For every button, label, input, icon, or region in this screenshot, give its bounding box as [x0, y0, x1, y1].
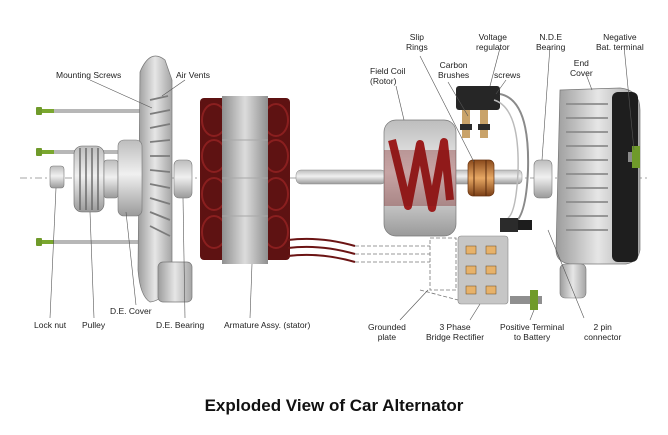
label-nde-bearing-line1: N.D.E	[539, 32, 562, 42]
label-rectifier: 3 Phase Bridge Rectifier	[426, 322, 484, 342]
label-end-cover-line1: End	[573, 58, 589, 68]
label-nde-bearing-line2: Bearing	[536, 42, 566, 52]
label-negative-terminal-line2: Bat. terminal	[596, 42, 644, 52]
label-mounting-screws: Mounting Screws	[56, 70, 122, 80]
label-lock-nut: Lock nut	[34, 320, 67, 330]
label-slip-rings-line1: Slip	[409, 32, 424, 42]
label-de-cover: D.E. Cover	[110, 306, 152, 316]
label-positive-terminal-line1: Positive Terminal	[500, 322, 565, 332]
label-armature: Armature Assy. (stator)	[224, 320, 311, 330]
de-bearing	[173, 159, 193, 199]
label-slip-rings-line2: Rings	[406, 42, 428, 52]
label-voltage-regulator: Voltage regulator	[476, 32, 510, 52]
label-voltage-regulator-line1: Voltage	[478, 32, 507, 42]
label-two-pin-connector-line2: connector	[584, 332, 622, 342]
label-carbon-brushes-line2: Brushes	[438, 70, 470, 80]
label-slip-rings: Slip Rings	[406, 32, 428, 52]
voltage-regulator	[456, 86, 530, 225]
label-nde-bearing: N.D.E Bearing	[536, 32, 565, 52]
label-pulley: Pulley	[82, 320, 106, 330]
label-field-coil-line2: (Rotor)	[370, 76, 397, 86]
label-rectifier-line2: Bridge Rectifier	[426, 332, 485, 342]
label-positive-terminal-line2: to Battery	[513, 332, 551, 342]
leader-lines	[49, 45, 635, 321]
label-two-pin-connector: 2 pin connector	[584, 322, 621, 342]
label-air-vents: Air Vents	[176, 70, 211, 80]
label-grounded-plate-line1: Grounded	[368, 322, 406, 332]
label-de-bearing: D.E. Bearing	[156, 320, 205, 330]
label-voltage-regulator-line2: regulator	[476, 42, 510, 52]
label-grounded-plate: Grounded plate	[368, 322, 406, 342]
label-two-pin-connector-line1: 2 pin	[593, 322, 612, 332]
label-end-cover: End Cover	[570, 58, 593, 78]
nde-bearing	[533, 159, 553, 199]
armature-stator	[200, 96, 356, 264]
label-rectifier-line1: 3 Phase	[439, 322, 471, 332]
slip-rings	[467, 159, 495, 197]
label-grounded-plate-line2: plate	[377, 332, 397, 342]
rotor-shaft	[295, 169, 523, 185]
pulley	[73, 145, 119, 213]
label-negative-terminal-line1: Negative	[603, 32, 637, 42]
label-screws: screws	[494, 70, 521, 80]
bridge-rectifier	[457, 218, 542, 310]
label-carbon-brushes: Carbon Brushes	[438, 60, 469, 80]
label-end-cover-line2: Cover	[570, 68, 593, 78]
label-negative-terminal: Negative Bat. terminal	[596, 32, 644, 52]
field-coil-rotor	[383, 119, 457, 237]
lock-nut	[49, 165, 65, 189]
label-carbon-brushes-line1: Carbon	[439, 60, 468, 70]
label-field-coil: Field Coil (Rotor)	[370, 66, 405, 86]
label-field-coil-line1: Field Coil	[370, 66, 406, 76]
label-positive-terminal: Positive Terminal to Battery	[500, 322, 564, 342]
end-cover	[555, 87, 641, 299]
grounded-plate	[355, 237, 459, 301]
diagram-title: Exploded View of Car Alternator	[204, 396, 464, 415]
de-cover	[117, 55, 193, 303]
